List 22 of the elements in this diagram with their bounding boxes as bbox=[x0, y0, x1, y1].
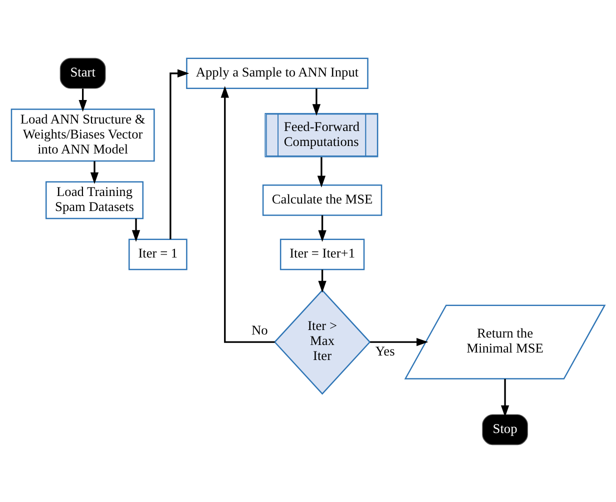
arrow bbox=[312, 88, 321, 116]
arrow bbox=[170, 68, 190, 239]
arrow bbox=[318, 214, 326, 242]
arrow bbox=[78, 88, 87, 112]
node-box: Load ANN Structure & Weights/Biases Vector into ANN Model bbox=[10, 108, 155, 162]
edge-label: Yes bbox=[375, 343, 395, 358]
arrow bbox=[318, 269, 326, 292]
node-box: Iter = Iter+1 bbox=[280, 238, 365, 270]
arrow bbox=[220, 86, 275, 342]
node-box: Calculate the MSE bbox=[262, 184, 382, 216]
node-box: Stop bbox=[482, 414, 528, 445]
node-box: Apply a Sample to ANN Input bbox=[186, 57, 368, 88]
edge-label: No bbox=[252, 322, 268, 338]
node-box: Start bbox=[60, 57, 106, 88]
arrow bbox=[370, 337, 428, 346]
arrow bbox=[90, 160, 99, 184]
node-box: Iter = 1 bbox=[128, 238, 188, 270]
arrow bbox=[317, 156, 326, 187]
arrow bbox=[500, 378, 510, 417]
node-box: Load Training Spam Datasets bbox=[46, 180, 144, 219]
node-diamond: Iter > Max Iter bbox=[274, 288, 371, 394]
arrow bbox=[132, 218, 140, 242]
